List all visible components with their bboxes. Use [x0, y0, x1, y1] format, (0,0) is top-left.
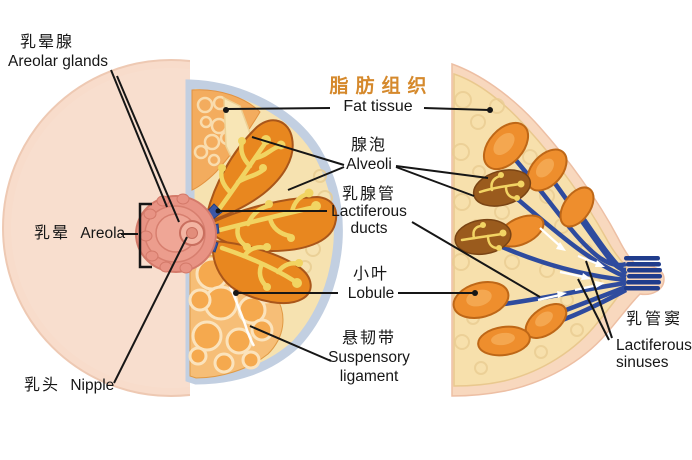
suspensory-ligament-en-2: ligament: [339, 368, 399, 385]
label-lobule: 小叶 Lobule: [348, 265, 395, 303]
lactiferous-ducts-zh: 乳腺管: [341, 186, 397, 203]
sagittal-view: [451, 62, 665, 397]
lactiferous-ducts-line-right: [411, 221, 541, 298]
leader-lines: [110, 69, 613, 384]
areola-en: Areola: [80, 225, 126, 242]
label-areolar-glands: 乳晕腺 Areolar glands: [8, 33, 108, 71]
label-lactiferous-ducts: 乳腺管 Lactiferous ducts: [331, 186, 407, 237]
label-lactiferous-sinuses: 乳管窦 Lactiferous sinuses: [616, 311, 692, 371]
label-alveoli: 腺泡 Alveoli: [346, 136, 392, 174]
label-fat-tissue: 脂肪组织 Fat tissue: [329, 76, 426, 116]
suspensory-ligament-line: [249, 325, 332, 362]
suspensory-ligament-zh: 悬韧带: [341, 330, 397, 347]
lactiferous-sinuses-graphic: [624, 256, 662, 291]
areolar-glands-line-2: [116, 75, 180, 223]
label-nipple: 乳头 Nipple: [24, 376, 114, 395]
lactiferous-ducts-en-1: Lactiferous: [331, 203, 407, 220]
areolar-glands-zh: 乳晕腺: [20, 34, 75, 51]
alveoli-line-left-2: [287, 166, 345, 191]
fat-tissue-line-right: [423, 107, 490, 111]
fat-tissue-en: Fat tissue: [343, 98, 413, 115]
fat-tissue-zh: 脂肪组织: [329, 76, 434, 97]
milk-flow-arrows: [537, 227, 605, 302]
sectioned-view: [185, 79, 343, 385]
breast-front-view: [2, 59, 190, 397]
lactiferous-sinuses-en-1: Lactiferous: [616, 337, 692, 354]
lobule-en: Lobule: [347, 285, 395, 302]
label-areola: 乳晕 Areola: [34, 224, 125, 243]
lactiferous-sinuses-line-1: [585, 260, 613, 339]
lactiferous-sinuses-zh: 乳管窦: [626, 311, 684, 328]
label-suspensory-ligament: 悬韧带 Suspensory ligament: [328, 329, 410, 386]
areola-zh: 乳晕: [34, 225, 71, 242]
fat-tissue-line-left: [226, 107, 331, 110]
nipple-zh: 乳头: [24, 377, 61, 394]
nipple-line: [113, 236, 188, 384]
alveoli-bulbs: [218, 135, 321, 291]
nipple-graphic: [179, 220, 205, 246]
areola-bracket: [138, 202, 152, 269]
alveoli-zh: 腺泡: [350, 137, 388, 154]
alveoli-line-right-1: [395, 165, 489, 179]
lobule-zh: 小叶: [352, 266, 390, 283]
suspensory-ligament-en-1: Suspensory: [328, 349, 410, 366]
areolar-glands-line-1: [110, 69, 168, 208]
alveoli-line-left-1: [251, 136, 345, 166]
sagittal-fat-texture: [452, 91, 602, 375]
areolar-glands-en: Areolar glands: [8, 53, 108, 70]
alveoli-en: Alveoli: [346, 156, 392, 173]
nipple-en: Nipple: [70, 377, 115, 394]
alveoli-line-right-2: [395, 166, 475, 197]
lactiferous-sinuses-line-2: [577, 278, 610, 341]
lactiferous-ducts-en-2: ducts: [350, 220, 388, 237]
lactiferous-sinuses-en-2: sinuses: [616, 354, 669, 371]
leader-dots: [215, 107, 493, 296]
